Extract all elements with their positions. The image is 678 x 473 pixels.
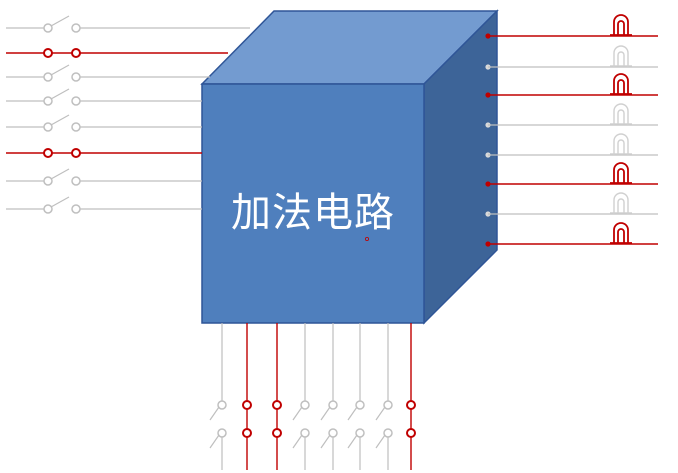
- bottom-switch-pair-1: [209, 323, 227, 470]
- switch-contact: [43, 96, 53, 106]
- left-switch-1: [6, 15, 250, 33]
- bottom-switch-pair-6: [347, 323, 365, 470]
- circuit-title: 加法电路: [231, 190, 395, 236]
- left-switch-6: [6, 148, 202, 158]
- switch-contact: [71, 176, 81, 186]
- left-switch-7: [6, 168, 202, 186]
- switch-lever: [209, 434, 220, 449]
- lamp-bulb-icon: [613, 45, 629, 67]
- switch-contact: [272, 428, 282, 438]
- switch-contact: [406, 400, 416, 410]
- switch-contact: [217, 400, 227, 410]
- switch-lever: [320, 406, 331, 421]
- lamp-filament-icon: [617, 228, 625, 243]
- lamp-filament-icon: [617, 198, 625, 213]
- switch-contact: [43, 23, 53, 33]
- lamp-filament-icon: [617, 109, 625, 124]
- switch-lever: [292, 434, 303, 449]
- switch-contact: [71, 72, 81, 82]
- switch-contact: [355, 400, 365, 410]
- bottom-switch-pair-7: [375, 323, 393, 470]
- bottom-switch-pair-5: [320, 323, 338, 470]
- switch-contact: [43, 122, 53, 132]
- switch-contact: [328, 400, 338, 410]
- cursor-dot: [364, 236, 369, 241]
- bottom-switch-pair-2: [242, 323, 252, 470]
- switch-contact: [43, 176, 53, 186]
- bottom-switch-pair-3: [272, 323, 282, 470]
- switch-lever: [347, 406, 358, 421]
- bottom-input-switches: [209, 323, 416, 470]
- lamp-bulb-icon: [613, 192, 629, 214]
- switch-contact: [242, 400, 252, 410]
- output-lamp-4: [485, 103, 658, 128]
- switch-contact: [328, 428, 338, 438]
- lamp-filament-icon: [617, 20, 625, 35]
- output-lamp-5: [485, 133, 658, 158]
- switch-lever: [50, 196, 70, 208]
- switch-contact: [71, 23, 81, 33]
- lamp-bulb-icon: [613, 14, 629, 36]
- left-input-switches: [6, 15, 250, 214]
- lamp-filament-icon: [617, 51, 625, 66]
- switch-lever: [50, 15, 70, 27]
- left-switch-3: [6, 64, 210, 82]
- bottom-switch-pair-4: [292, 323, 310, 470]
- switch-lever: [50, 64, 70, 76]
- lamp-bulb-icon: [613, 103, 629, 125]
- lamp-bulb-icon: [613, 133, 629, 155]
- switch-lever: [375, 406, 386, 421]
- left-switch-4: [6, 88, 202, 106]
- switch-contact: [355, 428, 365, 438]
- output-lamp-2: [485, 45, 658, 70]
- switch-lever: [50, 88, 70, 100]
- switch-lever: [209, 406, 220, 421]
- switch-contact: [71, 96, 81, 106]
- switch-contact: [71, 48, 81, 58]
- lamp-filament-icon: [617, 139, 625, 154]
- switch-contact: [272, 400, 282, 410]
- switch-contact: [43, 72, 53, 82]
- switch-contact: [71, 204, 81, 214]
- switch-contact: [383, 428, 393, 438]
- switch-contact: [383, 400, 393, 410]
- switch-contact: [217, 428, 227, 438]
- switch-contact: [406, 428, 416, 438]
- switch-lever: [50, 114, 70, 126]
- left-switch-2: [6, 48, 228, 58]
- output-lamp-7: [485, 192, 658, 217]
- output-lamp-1: [485, 14, 658, 39]
- lamp-filament-icon: [617, 168, 625, 183]
- adder-cube: [200, 9, 499, 325]
- switch-lever: [292, 406, 303, 421]
- switch-lever: [320, 434, 331, 449]
- switch-contact: [300, 400, 310, 410]
- lamp-bulb-icon: [613, 162, 629, 184]
- output-lamp-6: [485, 162, 658, 187]
- switch-lever: [347, 434, 358, 449]
- lamp-bulb-icon: [613, 73, 629, 95]
- left-switch-8: [6, 196, 202, 214]
- switch-lever: [375, 434, 386, 449]
- switch-contact: [43, 204, 53, 214]
- switch-lever: [50, 168, 70, 180]
- switch-contact: [43, 48, 53, 58]
- output-lamps: [485, 14, 658, 247]
- lamp-filament-icon: [617, 79, 625, 94]
- switch-contact: [300, 428, 310, 438]
- switch-contact: [71, 122, 81, 132]
- bottom-switch-pair-8: [406, 323, 416, 470]
- output-lamp-3: [485, 73, 658, 98]
- left-switch-5: [6, 114, 202, 132]
- output-lamp-8: [485, 222, 658, 247]
- switch-contact: [43, 148, 53, 158]
- switch-contact: [71, 148, 81, 158]
- switch-contact: [242, 428, 252, 438]
- cube-front-face: [201, 83, 425, 324]
- lamp-bulb-icon: [613, 222, 629, 244]
